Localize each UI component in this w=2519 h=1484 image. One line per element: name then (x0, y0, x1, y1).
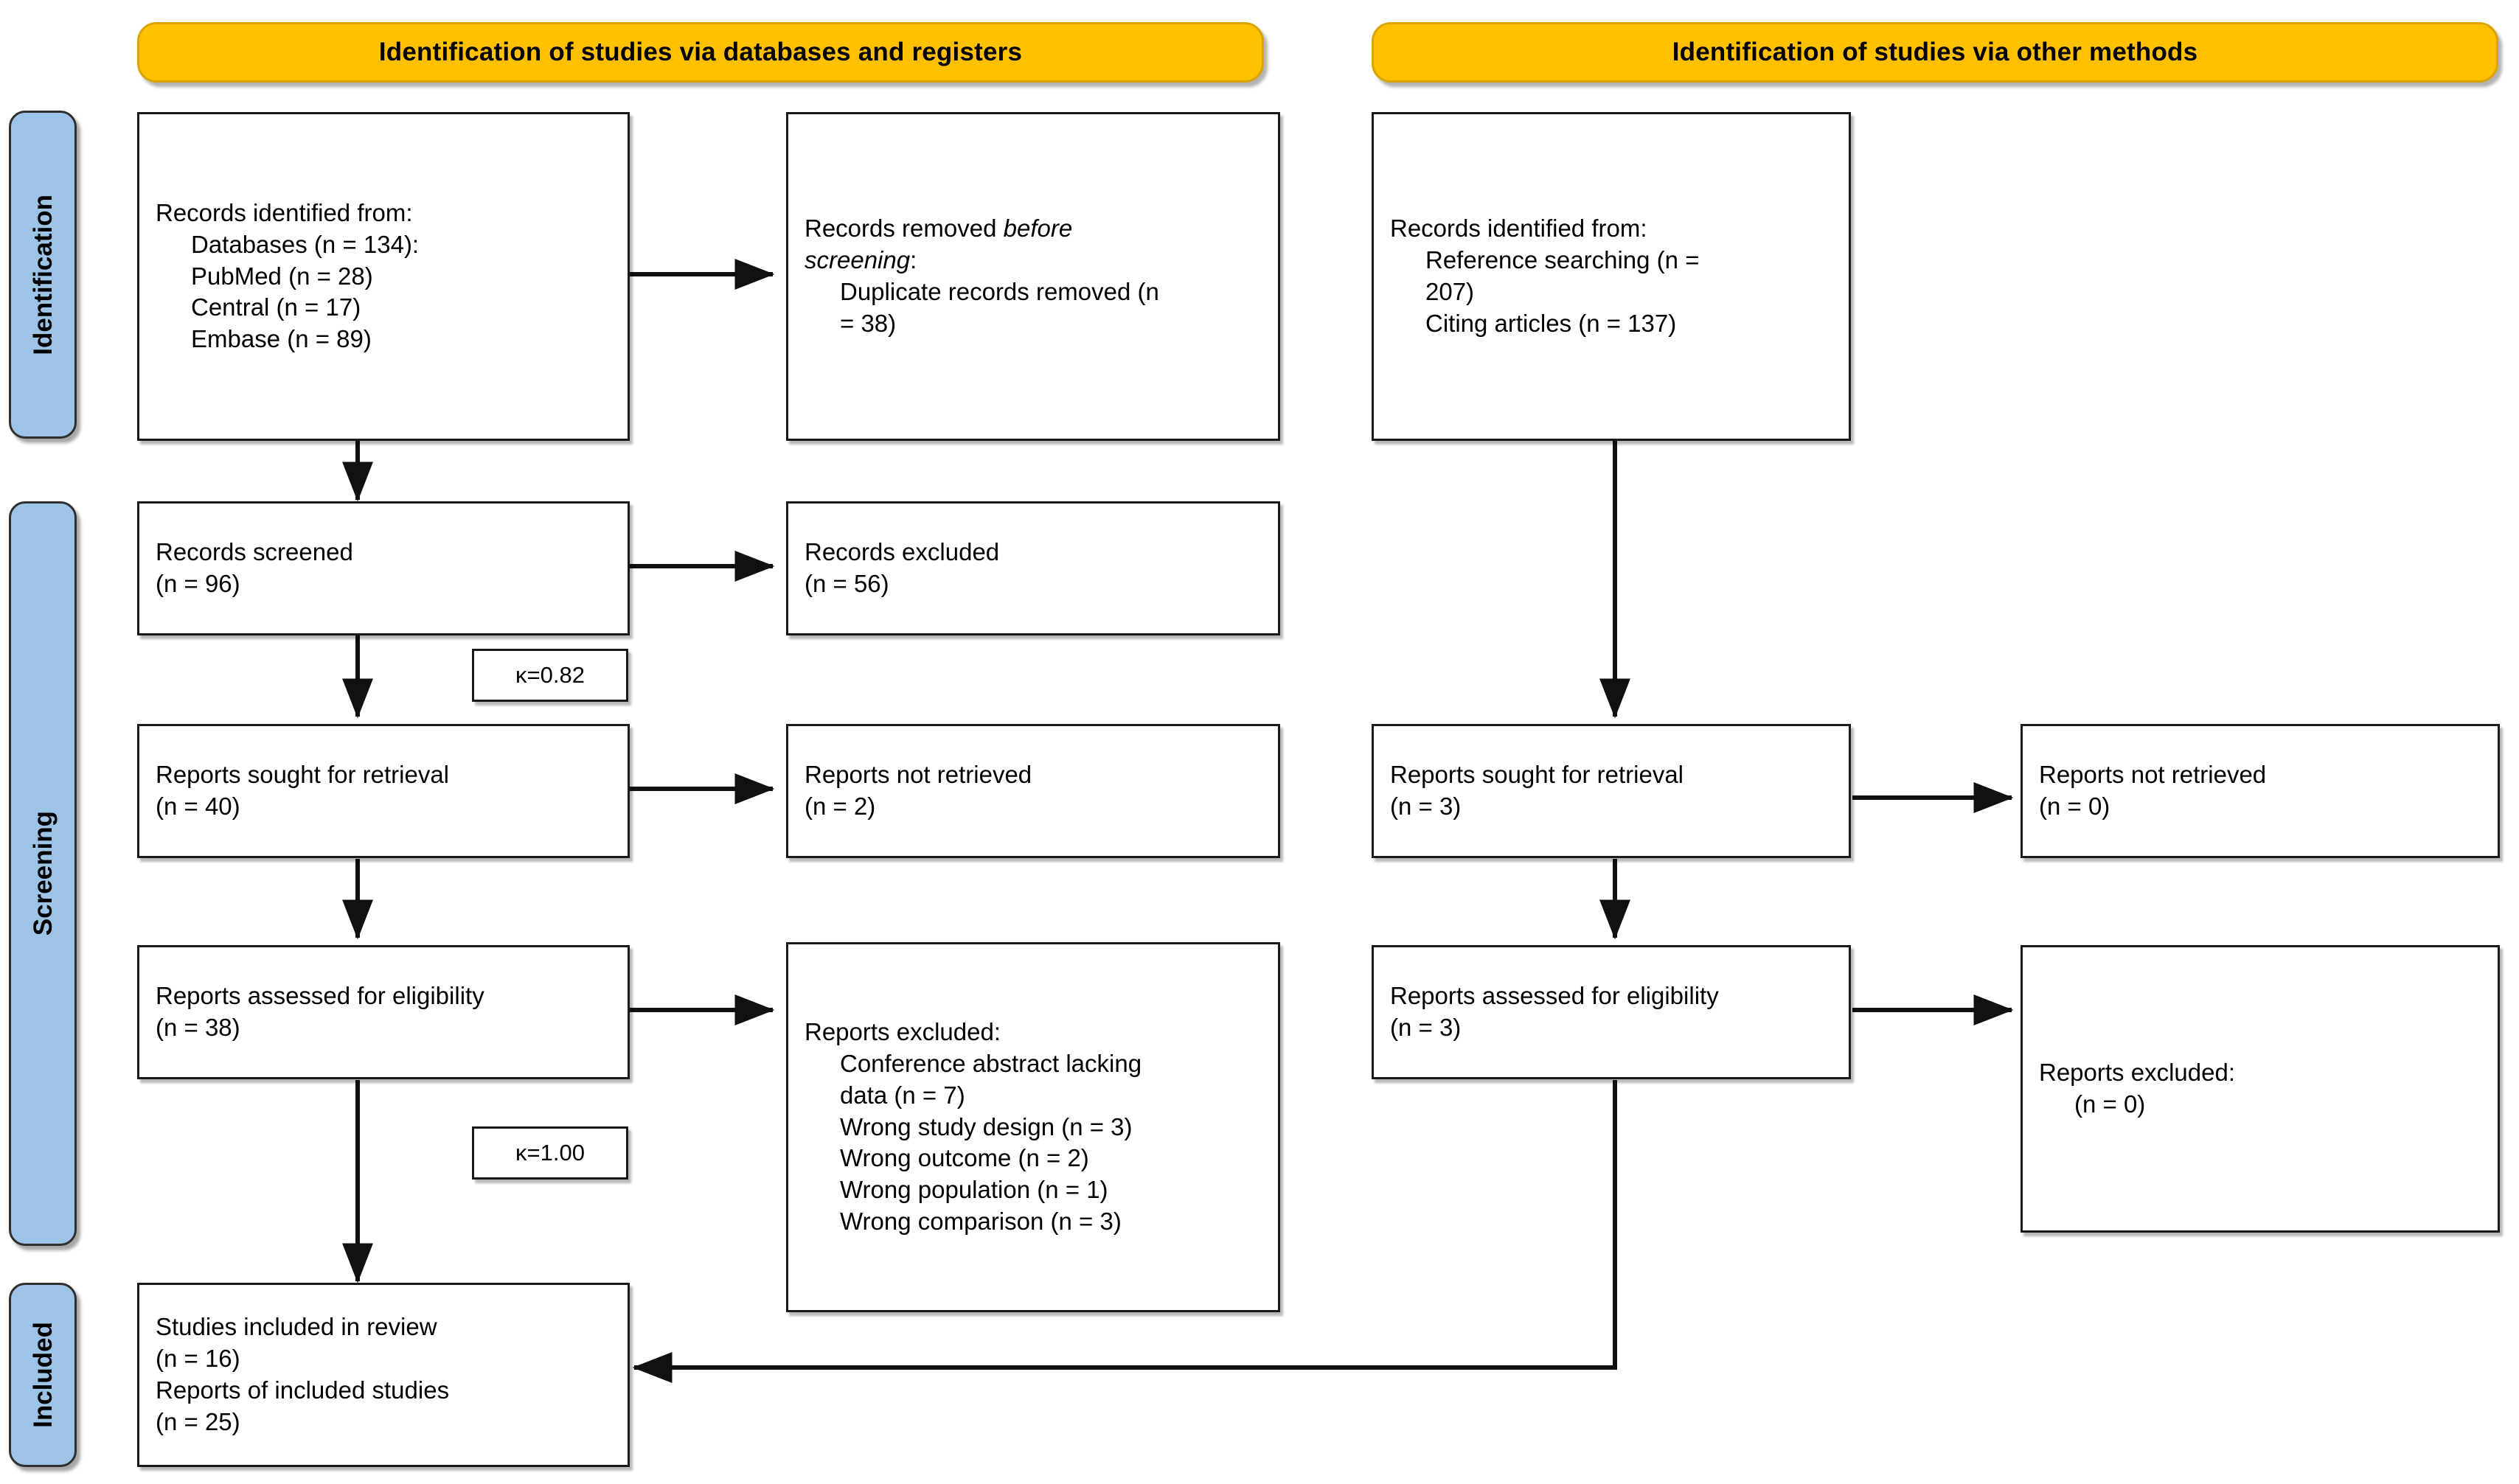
box-reports-sought-databases: Reports sought for retrieval (n = 40) (137, 724, 630, 858)
box-line: Reports of included studies (156, 1376, 450, 1404)
box-records-excluded: Records excluded (n = 56) (786, 501, 1280, 635)
box-line: Central (n = 17) (191, 293, 361, 321)
box-records-identified-databases: Records identified from: Databases (n = … (137, 112, 630, 441)
box-line: Wrong comparison (n = 3) (840, 1208, 1122, 1236)
box-records-screened: Records screened (n = 96) (137, 501, 630, 635)
box-line: PubMed (n = 28) (191, 262, 373, 290)
box-studies-included: Studies included in review (n = 16) Repo… (137, 1283, 630, 1467)
box-line: Conference abstract lacking (840, 1049, 1142, 1077)
kappa-box-screening: κ=0.82 (472, 649, 628, 702)
box-line: Citing articles (n = 137) (1425, 309, 1677, 337)
box-line: Records removed before (805, 215, 1073, 243)
box-line: data (n = 7) (840, 1081, 965, 1109)
box-line: Wrong outcome (n = 2) (840, 1144, 1089, 1172)
banner-databases-registers-label: Identification of studies via databases … (378, 37, 1023, 66)
box-line: Records excluded (805, 538, 1000, 566)
stage-label-identification-text: Identification (28, 194, 58, 355)
box-line: (n = 56) (805, 570, 889, 597)
box-line: Reports excluded: (805, 1017, 1001, 1045)
kappa-box-eligibility: κ=1.00 (472, 1126, 628, 1180)
box-line: (n = 0) (2039, 792, 2110, 820)
box-line: Records identified from: (1390, 215, 1647, 243)
box-line: Reports assessed for eligibility (156, 982, 484, 1010)
box-line: screening: (805, 246, 917, 274)
banner-databases-registers: Identification of studies via databases … (137, 22, 1264, 83)
box-line: Reports not retrieved (805, 761, 1032, 789)
box-reports-assessed-databases: Reports assessed for eligibility (n = 38… (137, 945, 630, 1079)
box-line: Reports excluded: (2039, 1059, 2235, 1087)
box-records-removed-before-screening: Records removed before screening: Duplic… (786, 112, 1280, 441)
box-line: (n = 2) (805, 792, 876, 820)
stage-label-included: Included (9, 1283, 77, 1467)
box-line: (n = 16) (156, 1345, 240, 1373)
box-line: Embase (n = 89) (191, 325, 372, 353)
box-records-identified-other: Records identified from: Reference searc… (1372, 112, 1851, 441)
box-line: 207) (1425, 278, 1475, 305)
kappa-eligibility-label: κ=1.00 (515, 1140, 585, 1166)
box-line: (n = 40) (156, 792, 240, 820)
box-line: Records screened (156, 538, 353, 566)
box-line: Reference searching (n = (1425, 246, 1700, 274)
box-reports-assessed-other: Reports assessed for eligibility (n = 3) (1372, 945, 1851, 1079)
box-line: (n = 0) (2074, 1090, 2146, 1118)
stage-label-included-text: Included (28, 1322, 58, 1428)
box-line: Reports assessed for eligibility (1390, 982, 1719, 1010)
stage-label-screening-text: Screening (28, 811, 58, 936)
box-line: Reports sought for retrieval (156, 761, 450, 789)
box-line: Wrong study design (n = 3) (840, 1112, 1133, 1140)
box-line: Wrong population (n = 1) (840, 1176, 1108, 1204)
box-reports-sought-other: Reports sought for retrieval (n = 3) (1372, 724, 1851, 858)
box-line: (n = 3) (1390, 1014, 1462, 1041)
box-line: Duplicate records removed (n (840, 278, 1159, 305)
banner-other-methods-label: Identification of studies via other meth… (1672, 37, 2198, 66)
box-reports-excluded-databases: Reports excluded: Conference abstract la… (786, 942, 1280, 1312)
box-line: = 38) (840, 309, 897, 337)
box-line: Reports sought for retrieval (1390, 761, 1684, 789)
box-reports-excluded-other: Reports excluded: (n = 0) (2021, 945, 2500, 1233)
box-line: (n = 3) (1390, 792, 1462, 820)
box-line: (n = 25) (156, 1407, 240, 1435)
box-reports-not-retrieved-databases: Reports not retrieved (n = 2) (786, 724, 1280, 858)
kappa-screening-label: κ=0.82 (515, 662, 585, 688)
box-line: Reports not retrieved (2039, 761, 2267, 789)
stage-label-identification: Identification (9, 111, 77, 439)
box-line: Databases (n = 134): (191, 230, 420, 258)
box-reports-not-retrieved-other: Reports not retrieved (n = 0) (2021, 724, 2500, 858)
box-line: Records identified from: (156, 198, 413, 226)
banner-other-methods: Identification of studies via other meth… (1372, 22, 2498, 83)
box-line: Studies included in review (156, 1313, 437, 1341)
box-line: (n = 96) (156, 570, 240, 597)
box-line: (n = 38) (156, 1014, 240, 1041)
stage-label-screening: Screening (9, 501, 77, 1246)
